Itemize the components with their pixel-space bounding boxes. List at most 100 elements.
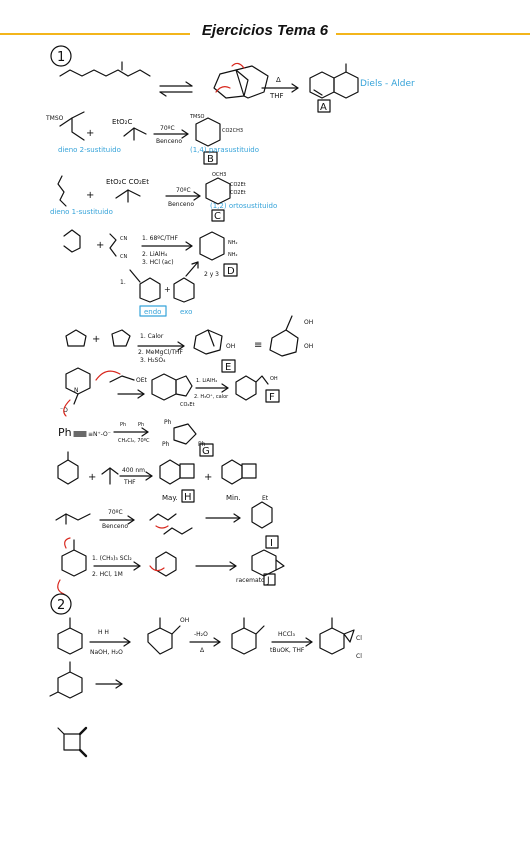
svg-text:B: B	[207, 154, 214, 165]
svg-text:H H: H H	[98, 629, 109, 636]
svg-text:+: +	[204, 472, 212, 483]
svg-text:TMSO: TMSO	[45, 115, 64, 122]
svg-text:OCH3: OCH3	[212, 172, 226, 178]
svg-text:CH₂Cl₂, 70ºC: CH₂Cl₂, 70ºC	[118, 438, 150, 444]
svg-text:dieno 2-sustituido: dieno 2-sustituido	[58, 146, 121, 154]
svg-text:CN: CN	[120, 236, 127, 242]
header-line-left	[0, 33, 190, 35]
svg-text:Δ: Δ	[276, 76, 281, 84]
reaction-2-1: H H NaOH, H₂O OH -H₂O Δ HCCl₃ tBuOK, THF…	[57, 617, 362, 660]
svg-text:≡: ≡	[254, 340, 262, 351]
page-title-text: Ejercicios Tema 6	[195, 22, 335, 39]
svg-text:Min.: Min.	[226, 494, 241, 502]
svg-text:1.: 1.	[120, 279, 126, 286]
svg-text:Ph: Ph	[58, 426, 72, 439]
svg-text:D: D	[227, 266, 235, 277]
svg-text:tBuOK, THF: tBuOK, THF	[270, 647, 305, 654]
svg-text:Ph: Ph	[164, 419, 172, 426]
svg-text:1. LiAlH₄: 1. LiAlH₄	[196, 378, 217, 384]
svg-text:Ph: Ph	[120, 422, 126, 428]
svg-text:EtO₂C: EtO₂C	[112, 118, 132, 126]
reaction-f: N ⁻O OEt CO₂Et 1. LiAlH₄ 2. H₃O⁺, calor …	[60, 367, 280, 417]
svg-text:3. HCl (ac): 3. HCl (ac)	[142, 259, 174, 266]
reaction-j: 1. (CH₃)₃ SCl₂ 2. HCl, 1M racemato J	[57, 537, 285, 595]
svg-text:+: +	[164, 285, 171, 294]
svg-text:1. 68ºC/THF: 1. 68ºC/THF	[142, 235, 178, 242]
svg-text:NH₂: NH₂	[228, 240, 238, 246]
svg-text:J: J	[266, 576, 270, 586]
reaction-2-3	[57, 726, 88, 758]
svg-text:endo: endo	[144, 308, 161, 316]
header-bar: Ejercicios Tema 6	[0, 22, 530, 44]
svg-text:400 nm: 400 nm	[122, 467, 145, 474]
svg-text:I: I	[270, 538, 273, 549]
svg-text:racemato: racemato	[236, 577, 265, 584]
svg-text:G: G	[202, 446, 210, 457]
svg-text:CO2Et: CO2Et	[230, 190, 246, 196]
svg-text:A: A	[320, 102, 327, 113]
svg-text:Benceno: Benceno	[168, 201, 194, 208]
reaction-g: Ph ≡N⁺-O⁻ Ph Ph CH₂Cl₂, 70ºC Ph Ph Ph G	[58, 419, 214, 457]
svg-text:(1,2) ortosustituido: (1,2) ortosustituido	[210, 202, 277, 210]
svg-text:70ºC: 70ºC	[160, 125, 175, 132]
svg-text:CO2CH3: CO2CH3	[222, 128, 243, 134]
svg-text:NH₂: NH₂	[228, 252, 238, 258]
svg-text:OEt: OEt	[136, 377, 148, 384]
svg-text:Ph: Ph	[162, 441, 170, 448]
svg-text:2. LiAlH₄: 2. LiAlH₄	[142, 251, 168, 258]
svg-text:Cl: Cl	[356, 635, 362, 642]
svg-text:Ph: Ph	[138, 422, 144, 428]
svg-text:(1,4) parasustituido: (1,4) parasustituido	[190, 146, 259, 154]
svg-text:TMSO: TMSO	[189, 114, 205, 120]
svg-text:Δ: Δ	[200, 647, 205, 654]
svg-text:70ºC: 70ºC	[176, 187, 191, 194]
svg-text:1. Calor: 1. Calor	[140, 333, 164, 340]
reaction-a: Δ THF A Diels - Alder	[59, 61, 415, 113]
svg-text:+: +	[86, 128, 94, 139]
svg-text:2. MeMgCl/THF: 2. MeMgCl/THF	[138, 349, 184, 356]
svg-text:1. (CH₃)₃ SCl₂: 1. (CH₃)₃ SCl₂	[92, 555, 132, 562]
svg-text:EtO₂C CO₂Et: EtO₂C CO₂Et	[106, 178, 149, 186]
svg-text:OH: OH	[180, 617, 189, 624]
svg-text:2 y 3: 2 y 3	[204, 271, 219, 278]
svg-text:70ºC: 70ºC	[108, 509, 123, 516]
svg-text:E: E	[225, 362, 231, 373]
reaction-d: + CN CN 1. 68ºC/THF 2. LiAlH₄ 3. HCl (ac…	[63, 229, 238, 317]
svg-text:-H₂O: -H₂O	[194, 631, 208, 638]
svg-text:CO2Et: CO2Et	[230, 182, 246, 188]
section-2-marker: 2	[50, 593, 72, 615]
reaction-b: TMSO + EtO₂C 70ºC Benceno TMSO CO2CH3 B …	[45, 111, 259, 165]
reaction-h: + 400 nm THF May. H + Min.	[57, 451, 257, 503]
svg-text:OH: OH	[226, 343, 235, 350]
svg-text:F: F	[269, 392, 275, 403]
svg-text:+: +	[96, 240, 104, 251]
svg-text:Et: Et	[262, 495, 269, 502]
svg-text:dieno 1-sustituido: dieno 1-sustituido	[50, 208, 113, 216]
svg-text:+: +	[92, 334, 100, 345]
svg-text:CO₂Et: CO₂Et	[180, 402, 195, 408]
svg-text:THF: THF	[123, 479, 136, 486]
reaction-e: + 1. Calor 2. MeMgCl/THF 3. H₂SO₄ OH E ≡…	[65, 315, 313, 373]
svg-text:+: +	[86, 190, 94, 201]
header-line-right	[336, 33, 530, 35]
svg-text:Benceno: Benceno	[102, 523, 128, 530]
svg-text:H: H	[184, 492, 192, 503]
section-1-marker: 1	[50, 45, 72, 67]
svg-text:+: +	[88, 472, 96, 483]
svg-text:NaOH, H₂O: NaOH, H₂O	[90, 649, 123, 656]
svg-text:C: C	[214, 211, 221, 222]
svg-text:1: 1	[57, 50, 65, 65]
svg-text:OH: OH	[304, 319, 313, 326]
svg-text:2. H₃O⁺, calor: 2. H₃O⁺, calor	[194, 394, 229, 400]
svg-text:N: N	[74, 387, 79, 394]
svg-text:2: 2	[57, 598, 65, 613]
svg-text:≡N⁺-O⁻: ≡N⁺-O⁻	[88, 431, 111, 438]
reaction-i: 70ºC Benceno Et I	[55, 495, 279, 549]
svg-text:Benceno: Benceno	[156, 138, 182, 145]
reaction-c: + EtO₂C CO₂Et 70ºC Benceno OCH3 CO2Et CO…	[50, 172, 277, 222]
reaction-2-2	[49, 661, 123, 699]
svg-text:THF: THF	[269, 92, 284, 100]
svg-text:OH: OH	[304, 343, 313, 350]
svg-text:exo: exo	[180, 308, 192, 316]
